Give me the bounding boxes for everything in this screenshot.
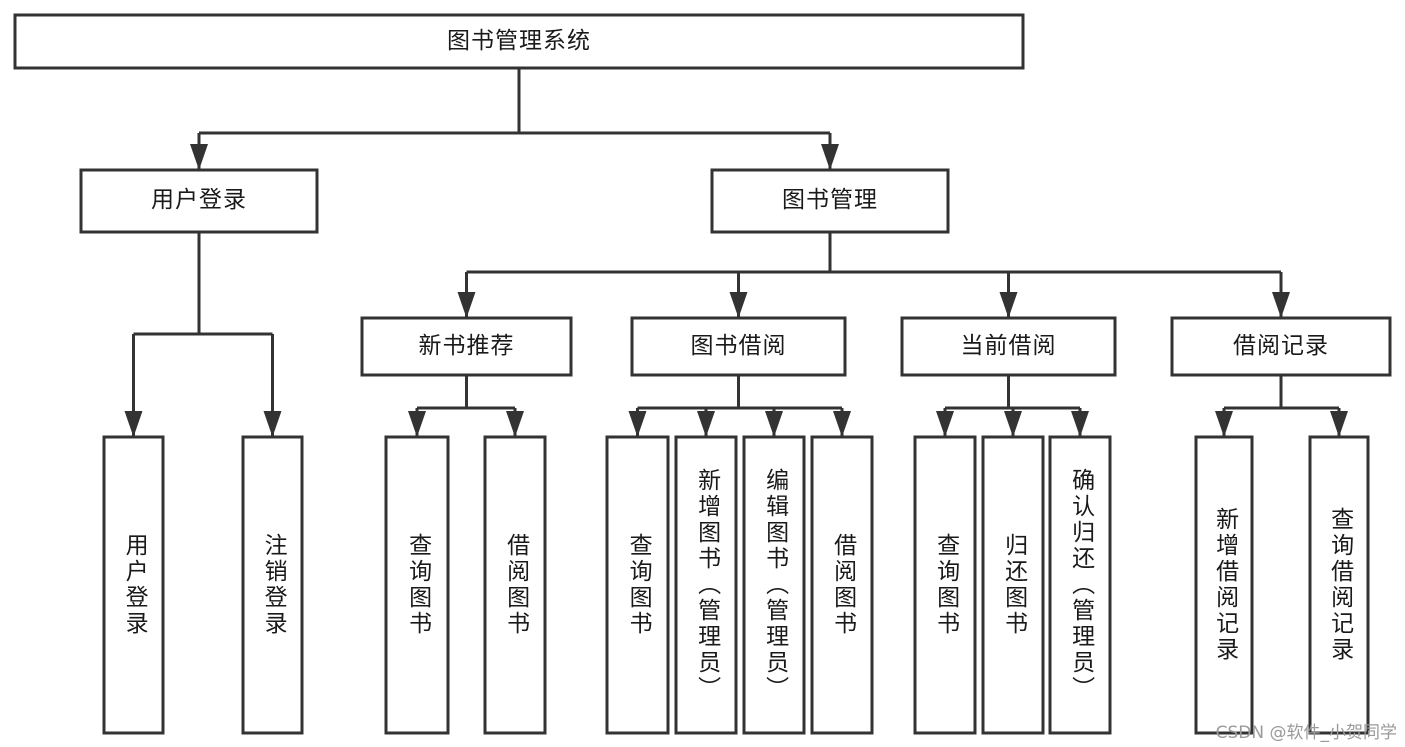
arrow-head-icon-leaf-add-borrow-record — [1215, 411, 1233, 437]
node-leaf-confirm-return-admin[interactable] — [1050, 437, 1110, 733]
node-leaf-query-book-current[interactable] — [915, 437, 975, 733]
node-box-leaf-add-book-admin[interactable] — [674, 435, 738, 735]
arrow-head-icon-leaf-query-book-recommend — [408, 411, 426, 437]
arrow-head-icon-leaf-query-book-current — [936, 411, 954, 437]
node-leaf-borrow-book[interactable] — [812, 437, 872, 733]
node-current-borrow[interactable] — [902, 318, 1115, 375]
arrow-head-icon-leaf-confirm-return-admin — [1071, 411, 1089, 437]
node-box-leaf-borrow-book[interactable] — [810, 435, 874, 735]
node-box-user-login[interactable] — [79, 168, 319, 234]
node-leaf-add-borrow-record[interactable] — [1196, 437, 1252, 733]
node-book-borrow[interactable] — [632, 318, 845, 375]
arrow-head-icon-leaf-return-book — [1004, 411, 1022, 437]
arrow-head-icon-leaf-query-borrow-record — [1330, 411, 1348, 437]
node-box-borrow-record[interactable] — [1170, 316, 1392, 377]
node-leaf-borrow-book-recommend[interactable] — [485, 437, 545, 733]
node-box-leaf-query-borrow-record[interactable] — [1308, 435, 1370, 735]
arrow-head-icon-leaf-user-login — [124, 411, 143, 437]
arrow-head-icon-borrow-record — [1272, 292, 1290, 318]
node-leaf-query-book-borrow[interactable] — [607, 437, 668, 733]
node-box-leaf-query-book-recommend[interactable] — [384, 435, 450, 735]
node-box-leaf-add-borrow-record[interactable] — [1194, 435, 1254, 735]
node-box-book-management[interactable] — [710, 168, 950, 234]
node-box-new-book-recommend[interactable] — [360, 316, 573, 377]
node-root[interactable] — [15, 15, 1023, 68]
node-box-leaf-user-login[interactable] — [102, 435, 165, 735]
node-box-root[interactable] — [13, 13, 1025, 70]
arrow-head-icon-leaf-add-book-admin — [697, 411, 715, 437]
node-new-book-recommend[interactable] — [362, 318, 571, 375]
node-box-leaf-return-book[interactable] — [981, 435, 1045, 735]
arrow-head-icon-book-management — [821, 144, 839, 170]
watermark-text: CSDN @软件_小贺同学 — [1215, 723, 1397, 743]
node-boxes — [13, 13, 1392, 735]
node-leaf-query-borrow-record[interactable] — [1310, 437, 1368, 733]
node-box-leaf-query-book-current[interactable] — [913, 435, 977, 735]
node-leaf-edit-book-admin[interactable] — [744, 437, 804, 733]
arrow-head-icon-leaf-edit-book-admin — [765, 411, 783, 437]
node-box-book-borrow[interactable] — [630, 316, 847, 377]
node-box-leaf-edit-book-admin[interactable] — [742, 435, 806, 735]
node-box-current-borrow[interactable] — [900, 316, 1117, 377]
node-leaf-query-book-recommend[interactable] — [386, 437, 448, 733]
connector-lines — [124, 68, 1348, 437]
node-leaf-user-login[interactable] — [104, 437, 163, 733]
node-leaf-logout[interactable] — [243, 437, 302, 733]
node-box-leaf-confirm-return-admin[interactable] — [1048, 435, 1112, 735]
node-box-leaf-logout[interactable] — [241, 435, 304, 735]
arrow-head-icon-leaf-query-book-borrow — [628, 411, 647, 437]
arrow-head-icon-current-borrow — [999, 292, 1018, 318]
arrow-head-icon-new-book-recommend — [457, 292, 476, 318]
arrow-head-icon-leaf-borrow-book-recommend — [506, 411, 524, 437]
arrow-head-icon-leaf-borrow-book — [833, 411, 851, 437]
arrow-head-icon-leaf-logout — [263, 411, 282, 437]
node-user-login[interactable] — [81, 170, 317, 232]
node-box-leaf-query-book-borrow[interactable] — [605, 435, 670, 735]
arrow-head-icon-user-login — [190, 144, 208, 170]
node-box-leaf-borrow-book-recommend[interactable] — [483, 435, 547, 735]
node-leaf-return-book[interactable] — [983, 437, 1043, 733]
node-borrow-record[interactable] — [1172, 318, 1390, 375]
node-book-management[interactable] — [712, 170, 948, 232]
node-leaf-add-book-admin[interactable] — [676, 437, 736, 733]
arrow-head-icon-book-borrow — [729, 292, 748, 318]
